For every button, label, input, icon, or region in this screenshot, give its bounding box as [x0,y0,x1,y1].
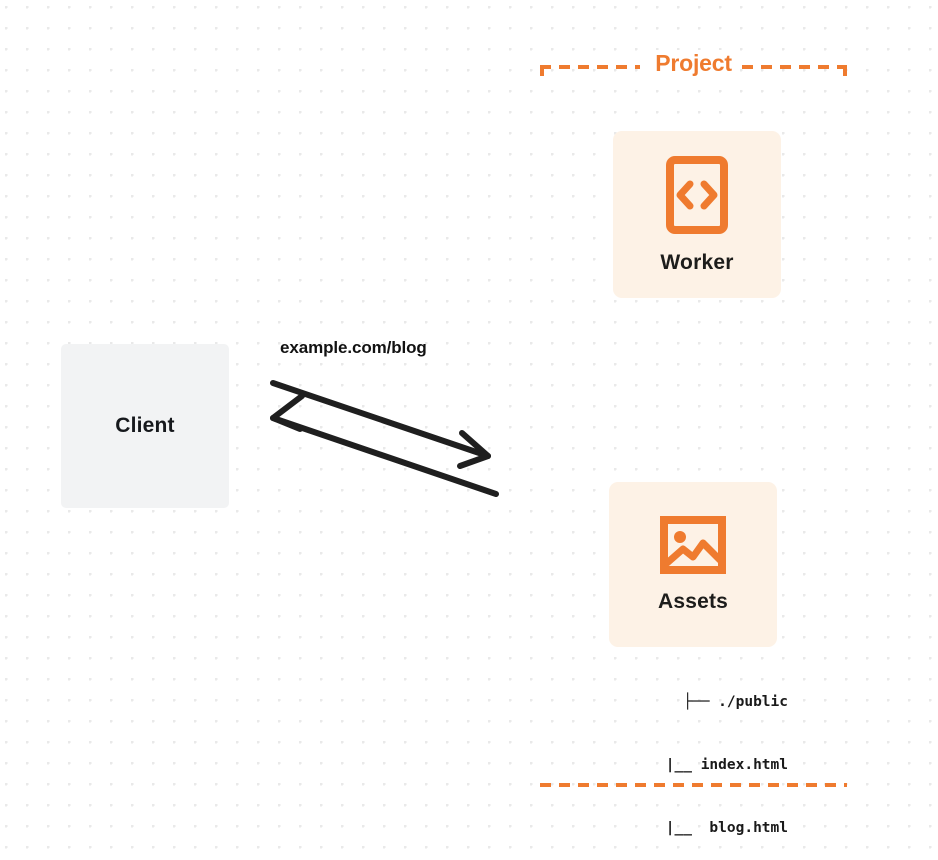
project-border-top-right [742,65,847,69]
request-response-arrows [270,380,499,497]
code-brackets-icon [666,155,728,234]
project-border-left [540,65,544,787]
worker-node[interactable]: Worker [613,131,781,298]
file-tree-line-blog: |__ blog.html [648,820,788,836]
project-border-top-left [540,65,640,69]
project-border-right [843,65,847,787]
file-tree-line-index: |__ index.html [648,757,788,773]
client-node[interactable]: Client [61,344,229,508]
assets-label: Assets [657,589,729,613]
edge-label: example.com/blog [280,338,427,357]
image-icon [660,515,726,574]
project-title: Project [649,50,738,77]
request-arrow [270,380,491,469]
client-label: Client [115,414,175,437]
project-container: Project Worker Assets ├── ./public |__ i… [540,50,847,836]
assets-file-tree: ├── ./public |__ index.html |__ blog.htm… [584,650,788,860]
file-tree-line-root: ├── ./public [683,694,788,710]
assets-node[interactable]: Assets [609,482,777,647]
response-arrow [270,393,499,497]
worker-label: Worker [660,250,734,274]
project-border-bottom [540,783,847,787]
